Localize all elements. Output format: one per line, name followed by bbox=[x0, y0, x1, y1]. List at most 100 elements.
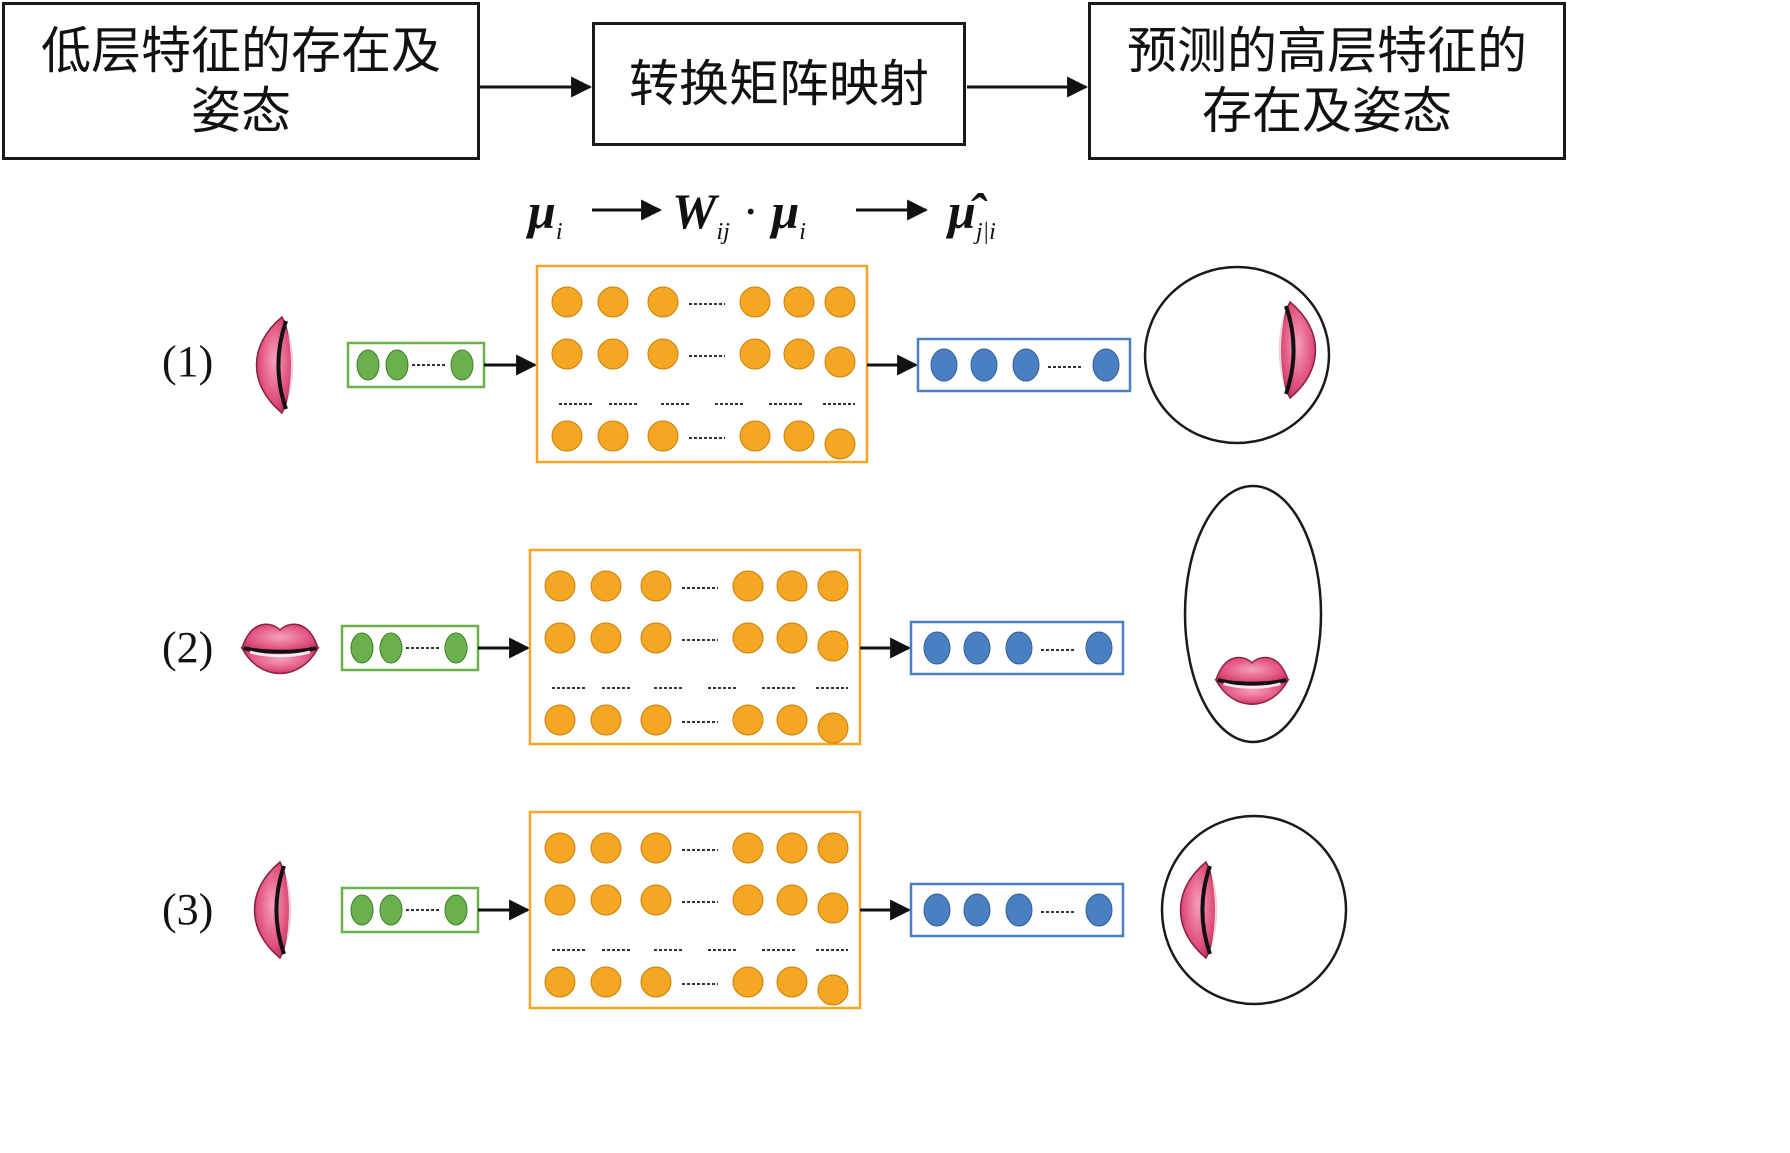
matrix-weight-dot bbox=[776, 622, 808, 654]
input-vector bbox=[346, 341, 486, 389]
matrix-weight-dot bbox=[824, 346, 856, 378]
capsule-row-3 bbox=[253, 810, 1348, 1010]
output-capsule-dot bbox=[930, 348, 958, 382]
matrix-weight-dot bbox=[590, 704, 622, 736]
matrix-weight-dot bbox=[597, 420, 629, 452]
matrix-weight-dot bbox=[732, 966, 764, 998]
matrix-weight-dot bbox=[824, 286, 856, 318]
face-outline-icon bbox=[1143, 265, 1331, 445]
matrix-weight-dot bbox=[544, 622, 576, 654]
formula-w: W bbox=[672, 183, 717, 239]
input-capsule-dot bbox=[444, 632, 468, 664]
input-capsule-dot bbox=[350, 632, 374, 664]
input-capsule-dot bbox=[450, 349, 474, 381]
matrix-weight-dot bbox=[544, 570, 576, 602]
row-label-3: (3) bbox=[162, 885, 214, 934]
matrix-weight-dot bbox=[817, 570, 849, 602]
input-capsule-dot bbox=[379, 894, 403, 926]
matrix-weight-dot bbox=[776, 570, 808, 602]
input-capsule-dot bbox=[356, 349, 380, 381]
matrix-weight-dot bbox=[647, 338, 679, 370]
flow-box-low-level-line2: 姿态 bbox=[191, 82, 291, 140]
output-capsule-dot bbox=[1012, 348, 1040, 382]
input-vector bbox=[340, 886, 480, 934]
flow-box-low-level: 低层特征的存在及 姿态 bbox=[2, 2, 480, 160]
matrix-weight-dot bbox=[544, 832, 576, 864]
formula-mu-i: μi bbox=[528, 182, 562, 246]
matrix-weight-dot bbox=[597, 338, 629, 370]
matrix-weight-dot bbox=[640, 884, 672, 916]
matrix-weight-dot bbox=[551, 338, 583, 370]
matrix-weight-dot bbox=[590, 884, 622, 916]
formula-muhat: μ̂j|i bbox=[948, 182, 996, 246]
matrix-weight-dot bbox=[739, 338, 771, 370]
matrix-weight-dot bbox=[640, 832, 672, 864]
flow-box-transform-line1: 转换矩阵映射 bbox=[629, 55, 929, 113]
formula-mu2: μ bbox=[771, 183, 800, 239]
output-vector bbox=[909, 882, 1125, 938]
matrix-weight-dot bbox=[551, 286, 583, 318]
matrix-weight-dot bbox=[551, 420, 583, 452]
formula-mu-sub: i bbox=[555, 219, 563, 245]
input-capsule-dot bbox=[350, 894, 374, 926]
output-capsule-dot bbox=[1005, 893, 1033, 927]
input-capsule-dot bbox=[379, 632, 403, 664]
matrix-weight-dot bbox=[817, 892, 849, 924]
output-capsule-dot bbox=[923, 893, 951, 927]
matrix-weight-dot bbox=[590, 570, 622, 602]
input-capsule-dot bbox=[385, 349, 409, 381]
mouth-icon bbox=[240, 623, 320, 675]
matrix-weight-dot bbox=[732, 622, 764, 654]
formula-mu2-sub: i bbox=[799, 219, 806, 245]
output-capsule-dot bbox=[1005, 631, 1033, 665]
output-capsule-dot bbox=[1085, 893, 1113, 927]
matrix-weight-dot bbox=[776, 704, 808, 736]
row-label-2: (2) bbox=[162, 623, 214, 672]
matrix-weight-dot bbox=[640, 622, 672, 654]
formula-mu: μ bbox=[528, 183, 556, 239]
matrix-weight-dot bbox=[647, 420, 679, 452]
matrix-weight-dot bbox=[590, 622, 622, 654]
mouth-icon bbox=[255, 315, 294, 415]
matrix-weight-dot bbox=[544, 704, 576, 736]
matrix-weight-dot bbox=[817, 712, 849, 744]
face-outline-icon bbox=[1183, 484, 1323, 744]
matrix-weight-dot bbox=[776, 966, 808, 998]
flow-box-low-level-line1: 低层特征的存在及 bbox=[41, 22, 441, 80]
matrix-weight-dot bbox=[776, 832, 808, 864]
matrix-weight-dot bbox=[824, 428, 856, 460]
matrix-weight-dot bbox=[732, 570, 764, 602]
transform-matrix bbox=[528, 810, 862, 1010]
matrix-weight-dot bbox=[544, 884, 576, 916]
transform-matrix bbox=[535, 264, 869, 464]
matrix-weight-dot bbox=[732, 884, 764, 916]
output-capsule-dot bbox=[963, 893, 991, 927]
formula-muhat-symbol: μ̂ bbox=[948, 183, 976, 239]
output-capsule-dot bbox=[1092, 348, 1120, 382]
capsule-diagram bbox=[240, 76, 1348, 1010]
row-label-1: (1) bbox=[162, 337, 214, 386]
capsule-row-1 bbox=[255, 264, 1331, 464]
formula-w-sub: ij bbox=[716, 219, 730, 245]
mouth-icon bbox=[1278, 300, 1317, 400]
matrix-weight-dot bbox=[590, 832, 622, 864]
output-capsule-dot bbox=[970, 348, 998, 382]
output-vector bbox=[909, 620, 1125, 676]
flow-box-transform: 转换矩阵映射 bbox=[592, 22, 966, 146]
matrix-weight-dot bbox=[783, 338, 815, 370]
formula-w-mu: Wij · μi bbox=[672, 182, 806, 246]
matrix-weight-dot bbox=[783, 286, 815, 318]
output-capsule-dot bbox=[923, 631, 951, 665]
matrix-weight-dot bbox=[739, 420, 771, 452]
mouth-icon bbox=[1214, 656, 1290, 705]
matrix-weight-dot bbox=[817, 832, 849, 864]
flow-box-predicted-line1: 预测的高层特征的 bbox=[1127, 22, 1527, 80]
input-capsule-dot bbox=[444, 894, 468, 926]
transform-matrix bbox=[528, 548, 862, 746]
mouth-icon bbox=[1179, 860, 1218, 960]
matrix-weight-dot bbox=[597, 286, 629, 318]
matrix-weight-dot bbox=[640, 704, 672, 736]
face-outline-icon bbox=[1160, 814, 1348, 1006]
matrix-weight-dot bbox=[783, 420, 815, 452]
capsule-row-2 bbox=[240, 484, 1323, 746]
